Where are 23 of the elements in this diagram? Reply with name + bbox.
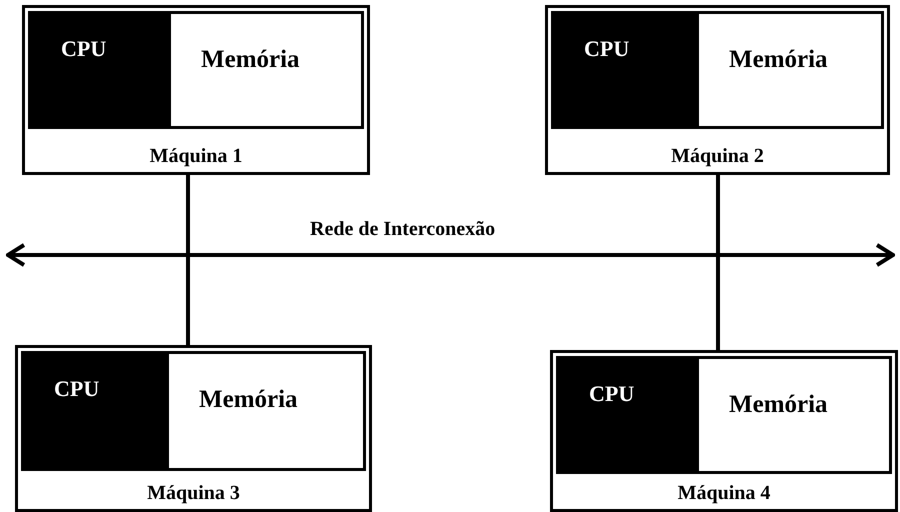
memory-block: Memória xyxy=(696,11,884,129)
cpu-block: CPU xyxy=(21,351,169,471)
connector-line xyxy=(186,175,190,253)
memory-block: Memória xyxy=(166,351,366,471)
machine-box xyxy=(22,5,370,175)
machine-box xyxy=(545,5,890,175)
cpu-block: CPU xyxy=(551,11,699,129)
arrow xyxy=(830,243,895,267)
network-label: Rede de Interconexão xyxy=(310,218,496,241)
memory-block: Memória xyxy=(168,11,364,129)
cpu-block: CPU xyxy=(556,356,699,474)
machine-label: Máquina 4 xyxy=(676,482,772,505)
machine-box xyxy=(15,345,372,512)
machine-label: Máquina 1 xyxy=(148,145,244,168)
connector-line xyxy=(186,257,190,345)
connector-line xyxy=(716,175,720,253)
machine-label: Máquina 2 xyxy=(670,145,765,168)
machine-label: Máquina 3 xyxy=(146,482,241,505)
memory-block: Memória xyxy=(696,356,892,474)
machine-box xyxy=(550,350,898,512)
connector-line xyxy=(716,257,720,350)
arrow xyxy=(6,243,70,267)
cpu-block: CPU xyxy=(28,11,171,129)
